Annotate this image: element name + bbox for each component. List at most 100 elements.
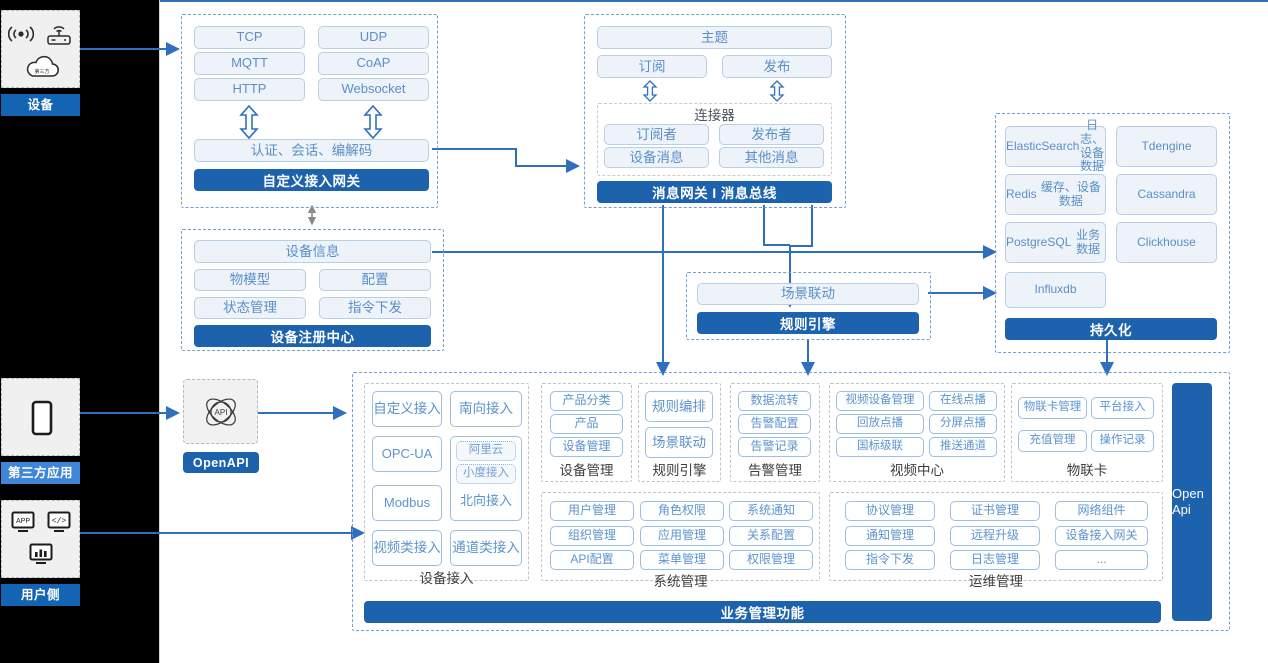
chip-group-item[interactable]: 物联卡管理 (1018, 397, 1087, 419)
storage-name: PostgreSQL (1006, 234, 1072, 249)
chip-group-item[interactable]: 视频设备管理 (836, 391, 924, 411)
chip-ops-item[interactable]: 网络组件 (1055, 501, 1148, 521)
group-label: 规则引擎 (652, 463, 707, 478)
chip-device-info[interactable]: 设备信息 (194, 240, 431, 263)
chip-storage[interactable]: Clickhouse (1116, 222, 1217, 263)
chip-system-item[interactable]: 角色权限 (640, 501, 724, 521)
chip-registry-item[interactable]: 状态管理 (194, 297, 306, 319)
chip-xiaodu-access[interactable]: 小度接入 (456, 464, 516, 484)
openapi-side-bar[interactable]: Open Api (1172, 383, 1212, 621)
top-divider (159, 0, 1268, 2)
chip-system-item[interactable]: 关系配置 (729, 526, 813, 546)
group-rule-engine (638, 383, 721, 482)
chip-modbus[interactable]: Modbus (372, 485, 442, 521)
chip-group-item[interactable]: 数据流转 (738, 391, 811, 411)
user-side-icon-box: APP </> (1, 500, 80, 578)
chip-registry-item[interactable]: 指令下发 (319, 297, 431, 319)
actor-third-party-app[interactable]: 第三方应用 (1, 378, 80, 484)
chip-system-item[interactable]: 权限管理 (729, 550, 813, 570)
openapi-bar: OpenAPI (183, 452, 259, 473)
chip-system-item[interactable]: 应用管理 (640, 526, 724, 546)
chip-aliyun[interactable]: 阿里云 (456, 441, 516, 461)
actor-device[interactable]: 第三方 设备 (1, 10, 80, 116)
openapi-side-label: Open Api (1172, 485, 1204, 517)
chip-storage[interactable]: Tdengine (1116, 126, 1217, 167)
group-ops-manage (829, 492, 1163, 581)
group-label: 物联卡 (1066, 463, 1108, 478)
chip-south-access[interactable]: 南向接入 (450, 391, 522, 427)
message-gateway-group (584, 14, 846, 208)
chip-publish[interactable]: 发布 (722, 55, 832, 78)
connector-title: 连接器 (694, 107, 735, 123)
storage-desc: 日志、设备数据 (1080, 117, 1105, 174)
chip-protocol[interactable]: CoAP (318, 52, 429, 75)
actor-user-side[interactable]: APP </> 用户侧 (1, 500, 80, 606)
openapi-icon-box: API (183, 379, 258, 444)
chip-group-item[interactable]: 规则编排 (645, 391, 713, 422)
chip-group-item[interactable]: 推送通道 (929, 437, 997, 457)
chip-custom-access[interactable]: 自定义接入 (372, 391, 442, 427)
chip-group-item[interactable]: 产品 (550, 414, 623, 434)
chip-registry-item[interactable]: 配置 (319, 269, 431, 291)
chip-ops-item[interactable]: 日志管理 (950, 550, 1040, 570)
chip-group-item[interactable]: 在线点播 (929, 391, 997, 411)
group-label: 运维管理 (969, 574, 1023, 589)
chip-group-item[interactable]: 设备管理 (550, 437, 623, 457)
chip-storage[interactable]: Influxdb (1005, 272, 1106, 308)
chip-auth-session-codec[interactable]: 认证、会话、编解码 (194, 139, 429, 162)
chip-ops-item[interactable]: 指令下发 (845, 550, 935, 570)
chip-ops-item[interactable]: ... (1055, 550, 1148, 570)
north-access-label: 北向接入 (459, 492, 512, 508)
chip-ops-item[interactable]: 通知管理 (845, 526, 935, 546)
chip-ops-item[interactable]: 协议管理 (845, 501, 935, 521)
chip-connector-item[interactable]: 发布者 (719, 124, 824, 145)
chip-group-item[interactable]: 充值管理 (1018, 430, 1087, 452)
actor-caption: 第三方应用 (1, 462, 80, 484)
chip-group-item[interactable]: 平台接入 (1091, 397, 1154, 419)
actor-caption: 设备 (1, 94, 80, 116)
chip-opcua[interactable]: OPC-UA (372, 436, 442, 472)
api-atom-icon: API (206, 398, 236, 426)
storage-name: ElasticSearch (1006, 138, 1080, 153)
dashboard-window-icon (29, 543, 53, 564)
chip-group-item[interactable]: 告警记录 (738, 437, 811, 457)
chip-connector-item[interactable]: 设备消息 (604, 147, 709, 168)
chip-channel-access[interactable]: 通道类接入 (450, 530, 522, 566)
gateway-group (181, 14, 438, 208)
chip-group-item[interactable]: 产品分类 (550, 391, 623, 411)
chip-system-item[interactable]: 系统通知 (729, 501, 813, 521)
chip-group-item[interactable]: 回放点播 (836, 414, 924, 434)
persistence-bar: 持久化 (1005, 318, 1217, 340)
chip-connector-item[interactable]: 订阅者 (604, 124, 709, 145)
chip-ops-item[interactable]: 远程升级 (950, 526, 1040, 546)
double-arrow-icon (239, 104, 259, 140)
chip-group-item[interactable]: 场景联动 (645, 427, 713, 458)
chip-system-item[interactable]: 用户管理 (550, 501, 634, 521)
chip-protocol[interactable]: HTTP (194, 78, 305, 101)
chip-group-item[interactable]: 国标级联 (836, 437, 924, 457)
chip-ops-item[interactable]: 设备接入网关 (1055, 526, 1148, 546)
chip-registry-item[interactable]: 物模型 (194, 269, 306, 291)
chip-protocol[interactable]: MQTT (194, 52, 305, 75)
chip-topic[interactable]: 主题 (597, 26, 832, 49)
chip-storage[interactable]: Cassandra (1116, 174, 1217, 215)
chip-protocol[interactable]: Websocket (318, 78, 429, 101)
chip-scene-linkage[interactable]: 场景联动 (697, 283, 919, 305)
chip-video-access[interactable]: 视频类接入 (372, 530, 442, 566)
chip-group-item[interactable]: 分屏点播 (929, 414, 997, 434)
group-label: 设备管理 (559, 463, 614, 478)
chip-system-item[interactable]: 组织管理 (550, 526, 634, 546)
chip-protocol[interactable]: UDP (318, 26, 429, 49)
group-iot-card (1011, 383, 1163, 482)
chip-protocol[interactable]: TCP (194, 26, 305, 49)
chip-group-item[interactable]: 操作记录 (1091, 430, 1154, 452)
chip-system-item[interactable]: API配置 (550, 550, 634, 570)
chip-ops-item[interactable]: 证书管理 (950, 501, 1040, 521)
chip-system-item[interactable]: 菜单管理 (640, 550, 724, 570)
chip-group-item[interactable]: 告警配置 (738, 414, 811, 434)
chip-connector-item[interactable]: 其他消息 (719, 147, 824, 168)
chip-subscribe[interactable]: 订阅 (597, 55, 707, 78)
